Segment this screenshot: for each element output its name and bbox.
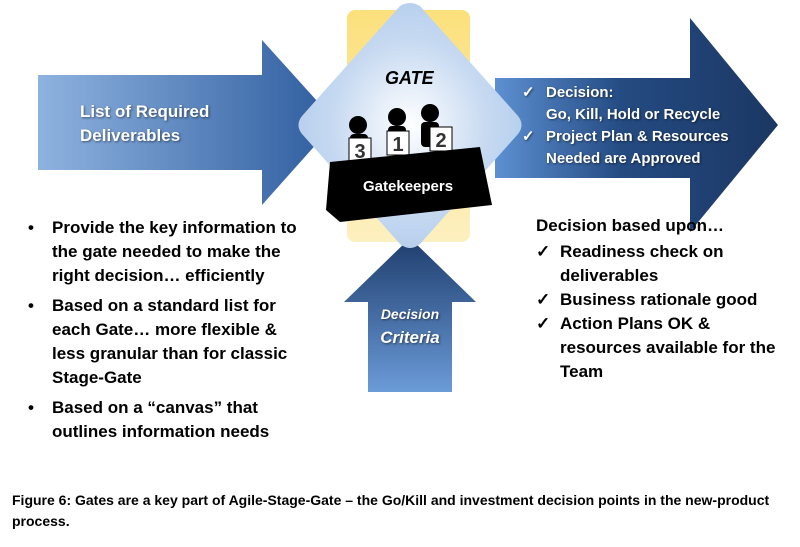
check-icon: ✓ — [522, 128, 535, 145]
check-icon: ✓ — [536, 242, 551, 261]
check-icon: ✓ — [522, 84, 535, 101]
scorecard-2: 2 — [435, 130, 446, 152]
scorecards: 3 1 2 — [348, 126, 453, 163]
gate-title: GATE — [385, 68, 434, 88]
left-bullet-text: Based on a standard list for each Gate… … — [52, 296, 288, 387]
scorecard-1: 1 — [392, 134, 403, 156]
check-icon: ✓ — [536, 314, 551, 333]
scorecard-3: 3 — [354, 141, 365, 163]
decision-criteria-line2: Criteria — [380, 328, 440, 347]
left-arrow — [38, 40, 336, 205]
decision-criteria-line1: Decision — [380, 306, 440, 322]
left-arrow-label: List of Required Deliverables — [80, 102, 210, 145]
right-arrow-item: ✓ Project Plan & Resources Needed are App… — [522, 126, 729, 170]
right-arrow-list: ✓ Decision: Go, Kill, Hold or Recycle ✓ Pr… — [522, 82, 729, 170]
right-heading: Decision based upon… — [536, 216, 724, 235]
left-bullet-text: Provide the key information to the gate … — [52, 218, 297, 285]
left-bullet: • Based on a standard list for each Gate…… — [28, 294, 303, 390]
right-check-text: Readiness check on deliverables — [560, 242, 724, 285]
bullet-icon: • — [28, 398, 34, 417]
bottom-arrow — [344, 238, 476, 392]
check-icon: ✓ — [536, 290, 551, 309]
right-check-text: Business rationale good — [560, 290, 758, 309]
right-arrow — [495, 18, 778, 232]
left-bullets: • Provide the key information to the gate… — [28, 216, 303, 450]
right-arrow-item-text: Project Plan & Resources Needed are Appr… — [546, 128, 729, 167]
gatekeepers-label: Gatekeepers — [363, 178, 454, 195]
bullet-icon: • — [28, 218, 34, 237]
bullet-icon: • — [28, 296, 34, 315]
left-bullet-text: Based on a “canvas” that outlines inform… — [52, 398, 270, 441]
right-arrow-item-text: Decision: Go, Kill, Hold or Recycle — [546, 84, 721, 123]
left-bullet: • Provide the key information to the gate… — [28, 216, 303, 288]
right-arrow-item: ✓ Decision: Go, Kill, Hold or Recycle — [522, 82, 729, 126]
right-check-text: Action Plans OK & resources available fo… — [560, 314, 776, 381]
right-checklist: ✓ Readiness check on deliverables ✓ Busine… — [536, 240, 776, 384]
left-bullet: • Based on a “canvas” that outlines infor… — [28, 396, 303, 444]
right-check-item: ✓ Action Plans OK & resources available f… — [536, 312, 776, 384]
right-check-item: ✓ Readiness check on deliverables — [536, 240, 776, 288]
right-check-item: ✓ Business rationale good — [536, 288, 776, 312]
figure-caption: Figure 6: Gates are a key part of Agile-… — [12, 492, 770, 529]
gatekeeper-table — [326, 147, 492, 222]
